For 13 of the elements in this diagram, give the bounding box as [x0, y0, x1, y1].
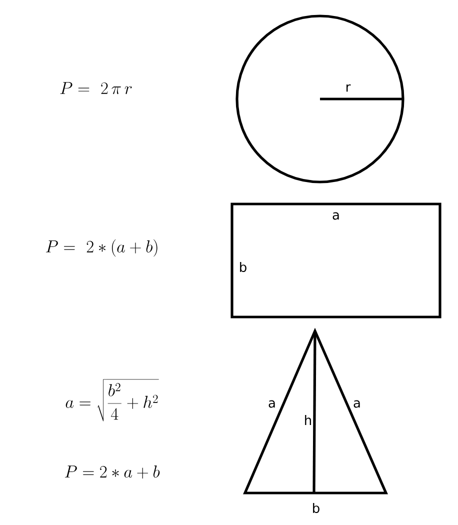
formula: $P =\ 2 * (a+b)$: [46, 239, 158, 257]
side-label: b: [313, 502, 320, 514]
circle-shape: [236, 14, 404, 184]
side-label: a: [354, 400, 360, 408]
rectangle-shape: [230, 202, 442, 318]
side-label: h: [305, 415, 311, 425]
formula: $a = \sqrt{\frac{b^2}{4}+h^2}$: [66, 379, 159, 422]
side-label: b: [240, 262, 246, 272]
side-label: a: [332, 212, 339, 220]
side-label: r: [346, 84, 351, 92]
formula: $P =\ 2\,\pi\,r$: [60, 82, 132, 94]
side-label: a: [268, 400, 275, 408]
formula: $P = 2 * a + b$: [64, 465, 160, 479]
